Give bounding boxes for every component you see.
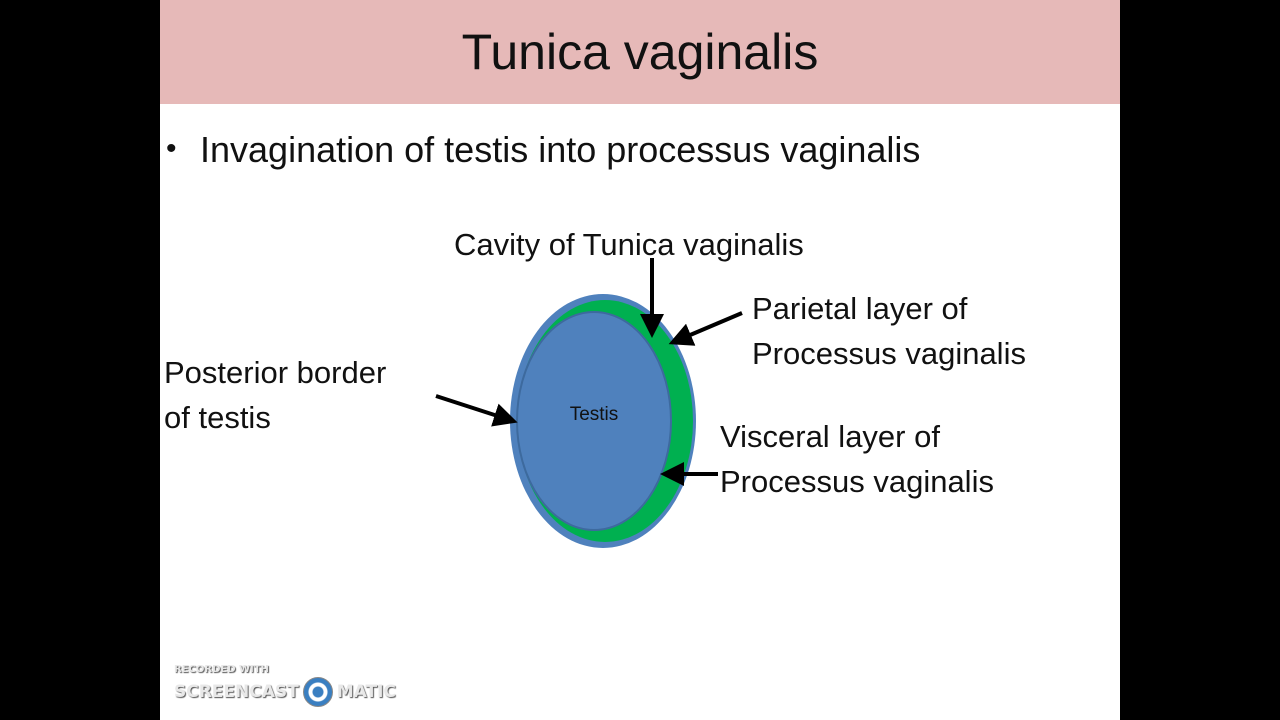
posterior-label-line1: Posterior border [164,355,387,390]
watermark-recorded-text: RECORDED WITH [174,664,269,675]
testis-diagram: Testis [435,258,743,548]
testis-label: Testis [570,404,619,425]
slide-title: Tunica vaginalis [461,24,819,80]
watermark-right-text: MATIC [336,682,396,702]
slide: Tunica vaginalis • Invagination of testi… [160,0,1120,720]
visceral-label-line2: Processus vaginalis [720,464,994,499]
screencast-logo-icon [302,677,333,707]
cavity-label: Cavity of Tunica vaginalis [454,227,804,262]
parietal-label-line2: Processus vaginalis [752,336,1026,371]
posterior-label-line2: of testis [164,400,271,435]
posterior-arrow [435,394,518,427]
bullet-text: Invagination of testis into processus va… [200,129,921,170]
bullet-marker: • [166,132,177,165]
screencast-watermark: RECORDED WITH SCREENCAST MATIC [174,664,396,707]
visceral-label-line1: Visceral layer of [720,419,940,454]
watermark-left-text: SCREENCAST [174,682,299,702]
parietal-label-line1: Parietal layer of [752,291,968,326]
parietal-arrow [668,311,743,346]
title-bar: Tunica vaginalis [160,0,1120,104]
